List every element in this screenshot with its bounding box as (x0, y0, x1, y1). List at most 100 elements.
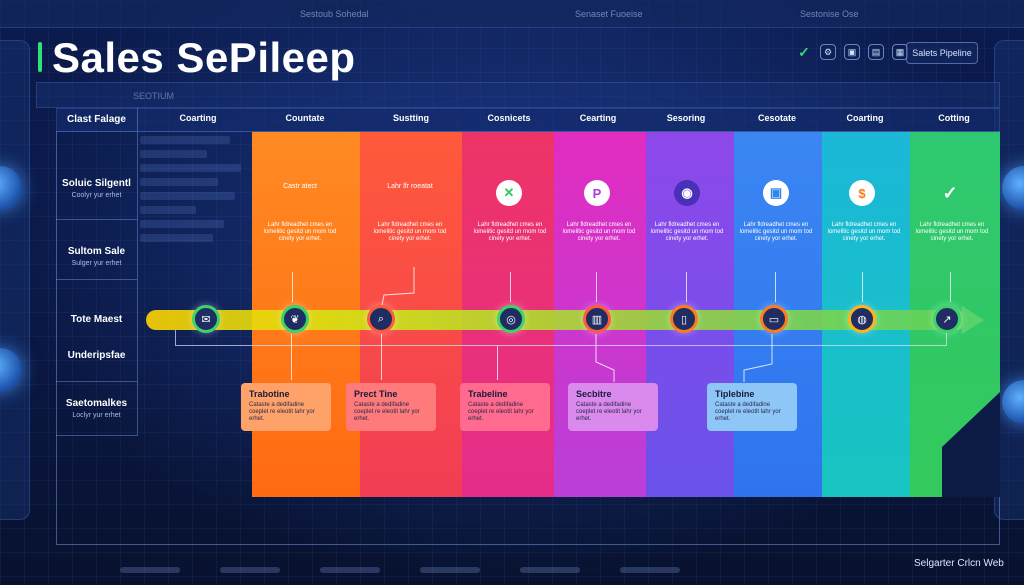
connector-line (862, 272, 863, 302)
stage-description: Lahr fldreadhet cmes en lomelitic gesitd… (473, 222, 547, 242)
left-side-panel (0, 40, 30, 520)
settings-icon[interactable]: ⚙ (820, 44, 836, 60)
stage-note: Castr atect (262, 183, 338, 190)
card-sub: Cataste a dedifadine coeplet re eleotit … (468, 402, 534, 422)
check-icon[interactable]: ✓ (798, 43, 810, 60)
card-title: Tiplebine (715, 389, 755, 399)
stage-note-title: Castr atect (283, 183, 317, 190)
row-header: Clast Falage (56, 108, 138, 132)
row-cell: Saetomalkes Loclyr yur erhet (56, 382, 138, 436)
row-sub: Coolyr yur erhet (71, 192, 122, 199)
stage-head: Coarting (179, 113, 217, 123)
badge-icon[interactable]: ◉ (674, 180, 700, 206)
parking-icon[interactable]: P (584, 180, 610, 206)
row-label: Underipsfae (67, 350, 126, 361)
stage-node-leaf-icon[interactable]: ❦ (281, 305, 309, 333)
header-icon-group: ✓ ⚙ ▣ ▤ ▦ (796, 44, 908, 60)
stage-node-folder-icon[interactable]: ▭ (760, 305, 788, 333)
connector-line (497, 346, 498, 380)
box-icon[interactable]: ▣ (763, 180, 789, 206)
stage-node-clipboard-icon[interactable]: ▥ (583, 305, 611, 333)
connector-line (775, 272, 776, 302)
curved-connector (381, 267, 415, 306)
right-orb-icon (1002, 380, 1024, 424)
top-bar-item[interactable]: Senaset Fuoeise (575, 9, 643, 19)
card-title: Trabeline (468, 389, 508, 399)
card-title: Prect Tine (354, 389, 398, 399)
stage-node-target-icon[interactable]: ◍ (848, 305, 876, 333)
footer-bar (120, 560, 1000, 573)
card-sub: Cataste a dedifadine coeplet re eleotit … (715, 402, 781, 422)
stage-note: Lahr lfr roeatat (372, 183, 448, 190)
row-label: Sultom Sale (67, 246, 126, 257)
stage-description: Lahr fldreadhet cmes en lomelitic gesitd… (915, 222, 989, 242)
card-title: Trabotine (249, 389, 290, 399)
title-accent-bar (38, 42, 42, 72)
stage-head: Coarting (846, 113, 884, 123)
row-sub: Loclyr yur erhet (72, 412, 121, 419)
background-table (140, 130, 252, 310)
dollar-icon[interactable]: $ (849, 180, 875, 206)
stage-node-globe-icon[interactable]: ◎ (497, 305, 525, 333)
card-sub: Cataste a dedifadine coeplet re eleotit … (354, 402, 420, 422)
stage-node-email-icon[interactable]: ✉ (192, 305, 220, 333)
page-title: Sales SePileep (52, 34, 356, 81)
tools-icon[interactable]: ✕ (496, 180, 522, 206)
stage-head: Cosnicets (487, 113, 531, 123)
row-cell: Underipsfae (56, 332, 138, 382)
sub-toolbar-label: SEOTIUM (133, 91, 175, 101)
curved-connector (743, 334, 773, 382)
row-label: Soluic Silgentl (62, 178, 131, 189)
right-orb-icon (1002, 166, 1024, 210)
row-cell: Soluic Silgentl Coolyr yur erhet (56, 132, 138, 220)
watermark: Selgarter Crlcn Web (914, 558, 1004, 569)
row-label: Saetomalkes (65, 398, 128, 409)
row-label-column: Clast Falage Soluic Silgentl Coolyr yur … (56, 108, 138, 545)
stage-card[interactable]: Prect Tine Cataste a dedifadine coeplet … (346, 383, 436, 431)
connector-line (686, 272, 687, 302)
timeline-bracket (175, 330, 947, 346)
lock-icon[interactable]: ▣ (844, 44, 860, 60)
stage-description: Lahr fldreadhet cmes en lomelitic gesitd… (739, 222, 813, 242)
stage-description: Lahr fldreadhet cmes en lomelitic gesitd… (373, 222, 447, 242)
stage-card[interactable]: Trabeline Cataste a dedifadine coeplet r… (460, 383, 550, 431)
connector-line (292, 272, 293, 302)
stage-description: Lahr fldreadhet cmes en lomelitic gesitd… (562, 222, 636, 242)
pipeline-pill-button[interactable]: Salets Pipeline (906, 42, 978, 64)
row-label: Clast Falage (67, 114, 126, 125)
card-sub: Cataste a dedifadine coeplet re eleotit … (576, 402, 642, 422)
stage-head: Cesotate (757, 113, 796, 123)
stage-description: Lahr fldreadhet cmes en lomelitic gesitd… (650, 222, 724, 242)
stage-head: Sesoring (666, 113, 706, 123)
stage-card[interactable]: Trabotine Cataste a dedifadine coeplet r… (241, 383, 331, 431)
stage-head: Sustting (393, 113, 429, 123)
row-cell: Sultom Sale Sulger yur erhet (56, 220, 138, 280)
chart-icon[interactable]: ▤ (868, 44, 884, 60)
connector-line (596, 272, 597, 302)
pipeline-arrow-head (962, 306, 984, 334)
diagonal-overlay (942, 392, 1000, 497)
curved-connector (595, 334, 615, 382)
top-bar-item[interactable]: Sestonise Ose (800, 9, 859, 19)
stage-node-search-icon[interactable]: ⌕ (367, 305, 395, 333)
stage-note-title: Lahr lfr roeatat (387, 183, 433, 190)
row-sub: Sulger yur erhet (71, 260, 122, 267)
card-sub: Cataste a dedifadine coeplet re eleotit … (249, 402, 315, 422)
stage-card[interactable]: Tiplebine Cataste a dedifadine coeplet r… (707, 383, 797, 431)
card-title: Secbitre (576, 389, 612, 399)
stage-head: Cearting (579, 113, 617, 123)
left-orb-icon (0, 166, 22, 210)
pipeline-arrow (146, 310, 966, 330)
top-bar-item[interactable]: Sestoub Sohedal (300, 9, 369, 19)
stage-head: Countate (285, 113, 325, 123)
row-label: Tote Maest (70, 314, 123, 325)
connector-line (381, 334, 382, 380)
stage-head: Cotting (938, 113, 970, 123)
check-icon[interactable]: ✓ (942, 182, 958, 203)
stage-card[interactable]: Secbitre Cataste a dedifadine coeplet re… (568, 383, 658, 431)
stage-node-document-icon[interactable]: ▯ (670, 305, 698, 333)
stage-node-arrow-icon[interactable]: ↗ (933, 305, 961, 333)
connector-line (950, 272, 951, 302)
left-orb-icon (0, 348, 22, 392)
stage-header-row (138, 108, 1000, 132)
